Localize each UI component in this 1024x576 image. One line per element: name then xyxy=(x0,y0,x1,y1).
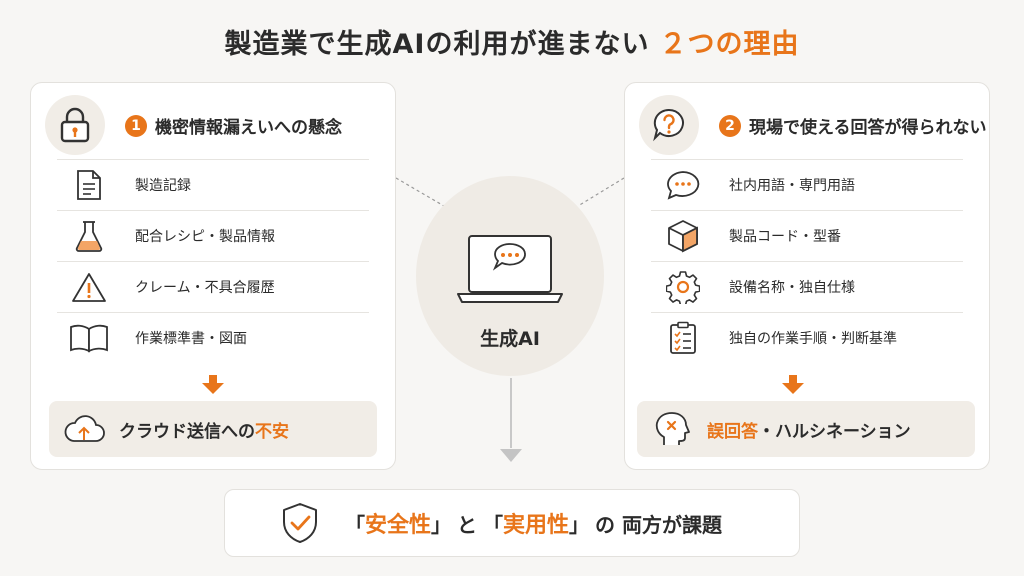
gear-icon xyxy=(651,262,715,313)
document-icon xyxy=(57,160,121,211)
right-result-box: 誤回答・ハルシネーション xyxy=(637,401,975,457)
conclusion-suffix: の 両方が課題 xyxy=(595,513,722,537)
right-result-accent: 誤回答 xyxy=(707,421,758,442)
item-label: 独自の作業手順・判断基準 xyxy=(729,331,897,347)
list-item: 設備名称・独自仕様 xyxy=(651,261,963,312)
warning-icon xyxy=(57,262,121,313)
flask-icon xyxy=(57,211,121,262)
connector-right xyxy=(577,177,625,207)
left-reason-panel: 1 機密情報漏えいへの懸念 製造記録 xyxy=(30,82,396,470)
bracket-open: 「 xyxy=(483,513,504,537)
list-item: クレーム・不具合履歴 xyxy=(57,261,369,312)
conclusion-text: 「安全性」と「実用性」の 両方が課題 xyxy=(345,507,728,539)
item-label: 作業標準書・図面 xyxy=(135,331,247,347)
left-panel-header: 1 機密情報漏えいへの懸念 xyxy=(45,93,385,157)
question-icon xyxy=(639,95,699,155)
right-result-text: 誤回答・ハルシネーション xyxy=(707,417,911,442)
item-label: 製品コード・型番 xyxy=(729,229,841,245)
bracket-close: 」 xyxy=(431,513,452,537)
connector-left xyxy=(395,177,445,207)
reason-number-2: 2 xyxy=(719,115,741,137)
item-label: クレーム・不具合履歴 xyxy=(135,280,275,296)
keyword-practicality: 実用性 xyxy=(503,513,570,538)
bracket-close: 」 xyxy=(569,513,590,537)
item-label: 設備名称・独自仕様 xyxy=(729,280,855,296)
box-icon xyxy=(651,211,715,262)
bracket-open: 「 xyxy=(345,513,365,537)
right-heading: 現場で使える回答が得られない xyxy=(749,118,987,138)
conclusion-box: 「安全性」と「実用性」の 両方が課題 xyxy=(224,489,800,557)
right-down-arrow xyxy=(782,375,804,394)
keyword-safety: 安全性 xyxy=(365,513,432,538)
left-result-box: クラウド送信への不安 xyxy=(49,401,377,457)
list-item: 製品コード・型番 xyxy=(651,210,963,261)
clipboard-checklist-icon xyxy=(651,313,715,364)
list-item: 独自の作業手順・判断基準 xyxy=(651,312,963,363)
list-item: 社内用語・専門用語 xyxy=(651,159,963,210)
right-panel-header: 2 現場で使える回答が得られない xyxy=(639,93,987,157)
confused-head-icon xyxy=(637,411,707,447)
page-title: 製造業で生成AIの利用が進まない ２つの理由 xyxy=(0,22,1024,61)
lock-icon xyxy=(45,95,105,155)
title-main: 製造業で生成AIの利用が進まない xyxy=(224,29,650,60)
left-heading: 機密情報漏えいへの懸念 xyxy=(155,118,342,138)
connector-down-arrowhead xyxy=(500,449,522,462)
list-item: 製造記録 xyxy=(57,159,369,210)
laptop-chat-icon xyxy=(457,235,563,303)
item-label: 配合レシピ・製品情報 xyxy=(135,229,275,245)
title-accent: ２つの理由 xyxy=(659,29,800,60)
right-result-suffix: ・ハルシネーション xyxy=(758,421,911,442)
left-result-accent: 不安 xyxy=(255,421,289,442)
list-item: 配合レシピ・製品情報 xyxy=(57,210,369,261)
right-reason-panel: 2 現場で使える回答が得られない 社内用語・専門用語 xyxy=(624,82,990,470)
open-book-icon xyxy=(57,313,121,364)
generative-ai-hub: 生成AI xyxy=(416,176,604,376)
cloud-upload-icon xyxy=(49,413,119,445)
reason-number-1: 1 xyxy=(125,115,147,137)
item-label: 製造記録 xyxy=(135,178,191,194)
left-item-list: 製造記録 配合レシピ・製品情報 クレーム・不具合履歴 xyxy=(57,159,369,363)
conjunction: と xyxy=(457,513,478,537)
shield-check-icon xyxy=(225,502,345,544)
list-item: 作業標準書・図面 xyxy=(57,312,369,363)
speech-bubble-icon xyxy=(651,160,715,211)
left-result-text: クラウド送信への不安 xyxy=(119,417,289,442)
left-down-arrow xyxy=(202,375,224,394)
left-result-prefix: クラウド送信への xyxy=(119,421,255,442)
center-label: 生成AI xyxy=(480,328,540,350)
item-label: 社内用語・専門用語 xyxy=(729,178,855,194)
right-item-list: 社内用語・専門用語 製品コード・型番 設備名称・独自仕様 xyxy=(651,159,963,363)
